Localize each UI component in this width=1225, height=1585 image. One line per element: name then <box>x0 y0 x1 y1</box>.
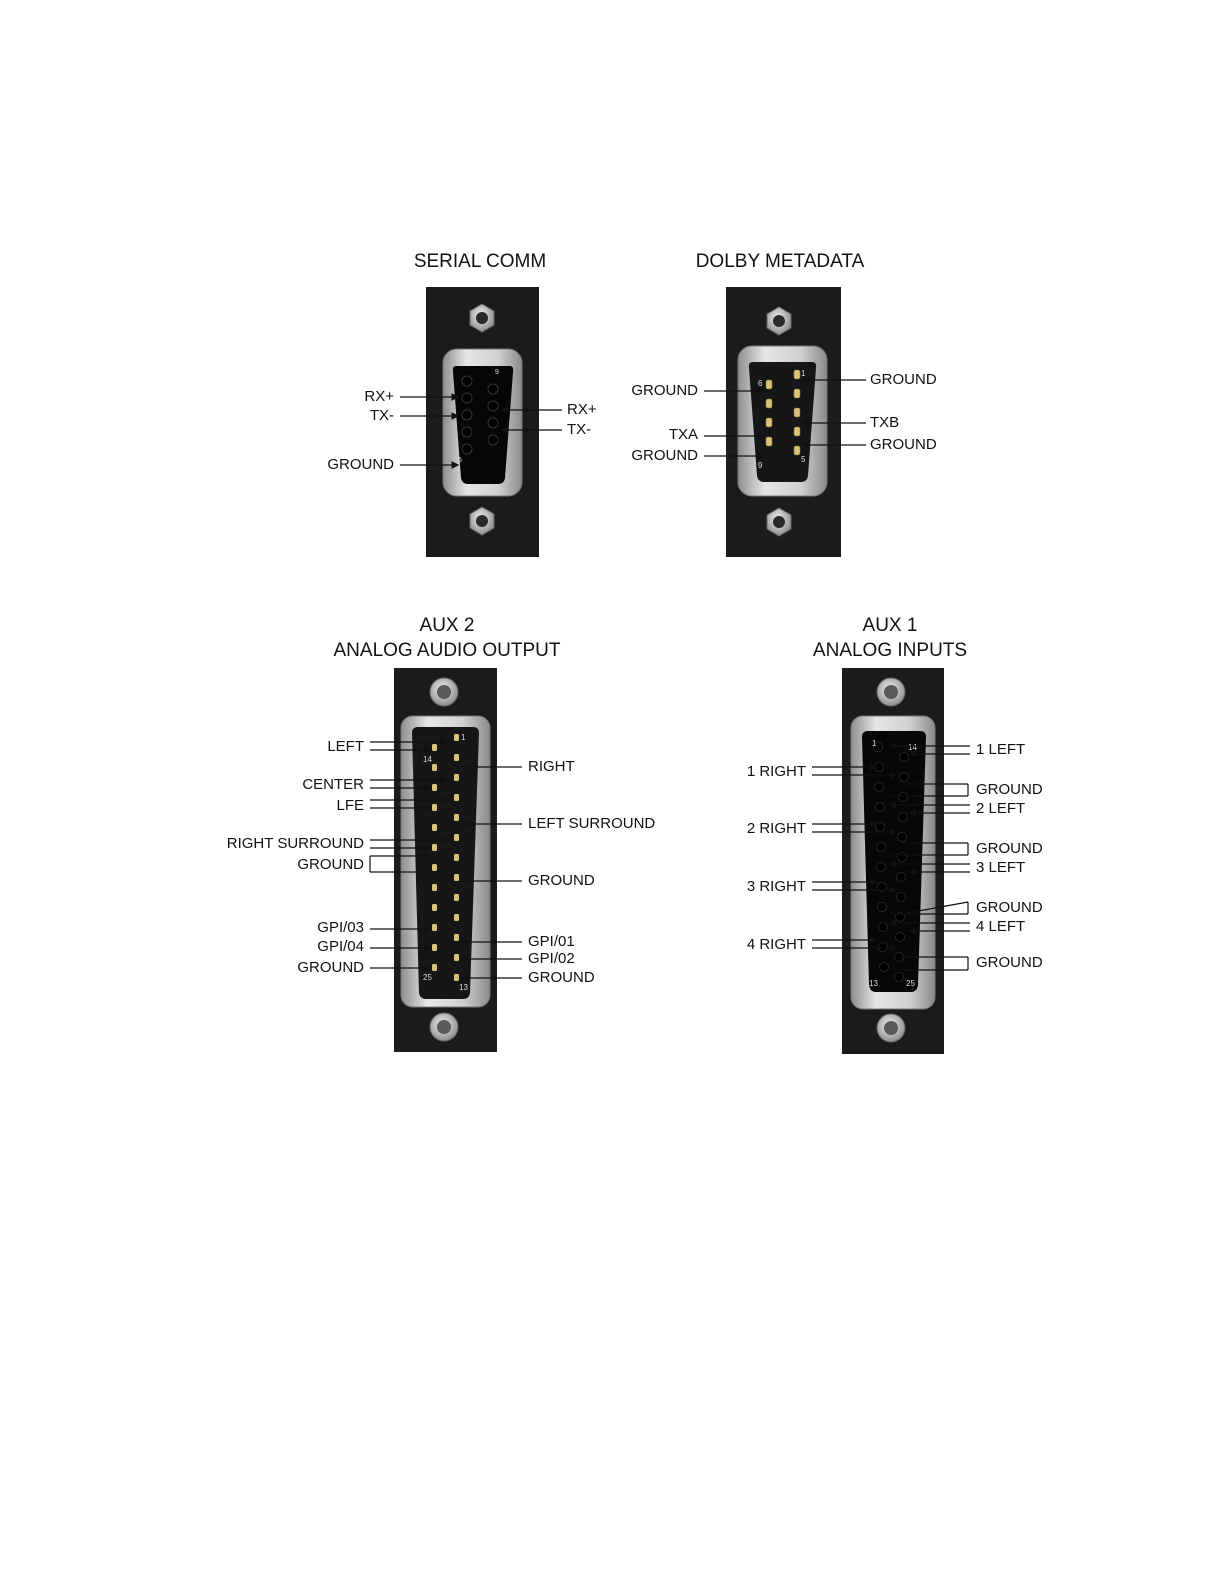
aux2-right-label-right: RIGHT <box>528 758 575 775</box>
aux2-left-label-ground-bottom: GROUND <box>297 959 364 976</box>
aux2-title-line1: AUX 2 <box>419 615 475 636</box>
aux1-right-label-2-left: 2 LEFT <box>976 800 1026 817</box>
dolby-left-label-ground-bottom: GROUND <box>631 447 698 464</box>
aux1-ground-brackets <box>890 783 969 971</box>
aux2-right-label-left-surround: LEFT SURROUND <box>528 815 656 832</box>
aux1-left-label-4-right: 4 RIGHT <box>746 936 806 953</box>
dolby-right-label-txb: TXB <box>870 414 900 431</box>
dolby-bottom-nut <box>766 507 792 537</box>
dolby-left-label-txa: TXA <box>668 426 698 443</box>
serial-bottom-nut <box>469 506 495 536</box>
aux1-left-label-2-right: 2 RIGHT <box>746 820 806 837</box>
aux1-right-label-ground-2: GROUND <box>976 840 1043 857</box>
dolby-metadata-title: DOLBY METADATA <box>695 251 865 272</box>
aux1-left-label-3-right: 3 RIGHT <box>746 878 806 895</box>
aux2-bottom-screw <box>429 1012 459 1042</box>
aux1-right-label-1-left: 1 LEFT <box>976 741 1026 758</box>
serial-left-label-tx-minus: TX- <box>369 407 394 424</box>
aux2-right-label-ground-bottom: GROUND <box>528 969 595 986</box>
serial-pin-sockets <box>461 375 499 455</box>
aux1-pin-number-14: 14 <box>908 743 917 752</box>
aux1-right-label-4-left: 4 LEFT <box>976 918 1026 935</box>
aux1-connector: 1 14 13 25 <box>812 668 970 1054</box>
dolby-pin-number-5: 5 <box>801 455 806 464</box>
aux2-left-label-center: CENTER <box>302 776 364 793</box>
serial-pin-number-9: 9 <box>495 369 499 376</box>
aux1-right-label-ground-3: GROUND <box>976 899 1043 916</box>
aux2-pin-number-13: 13 <box>459 983 468 992</box>
dolby-pin-number-1: 1 <box>801 369 806 378</box>
dolby-metadata-connector: 6 9 1 5 <box>704 287 866 557</box>
aux2-left-label-ground: GROUND <box>297 856 364 873</box>
dolby-pins <box>765 369 801 456</box>
serial-left-label-ground: GROUND <box>327 456 394 473</box>
aux2-left-label-left: LEFT <box>327 738 364 755</box>
aux2-right-label-gpi02: GPI/02 <box>528 950 575 967</box>
aux2-ground-bracket <box>369 855 446 873</box>
dolby-top-nut <box>766 306 792 336</box>
dolby-pin-number-9: 9 <box>758 461 763 470</box>
aux1-right-label-3-left: 3 LEFT <box>976 859 1026 876</box>
aux2-right-label-ground: GROUND <box>528 872 595 889</box>
aux2-left-leader-lines <box>370 738 448 972</box>
dolby-leader-lines <box>704 376 866 460</box>
aux1-title-line2: ANALOG INPUTS <box>812 640 968 661</box>
aux2-title-line2: ANALOG AUDIO OUTPUT <box>333 640 561 661</box>
aux2-pins-row-14-25 <box>432 744 437 971</box>
aux1-left-leader-lines <box>812 763 898 952</box>
serial-right-label-rx-plus: RX+ <box>567 401 597 418</box>
aux2-right-label-gpi01: GPI/01 <box>528 933 575 950</box>
aux1-right-label-ground-4: GROUND <box>976 954 1043 971</box>
dolby-left-label-ground-top: GROUND <box>631 382 698 399</box>
aux2-pin-number-25: 25 <box>423 973 432 982</box>
aux1-title-line1: AUX 1 <box>862 615 918 636</box>
aux1-pin-number-25: 25 <box>906 979 915 988</box>
aux2-left-label-gpi03: GPI/03 <box>317 919 364 936</box>
aux1-left-label-1-right: 1 RIGHT <box>746 763 806 780</box>
aux2-plug-body <box>412 727 479 999</box>
aux2-left-label-lfe: LFE <box>336 797 364 814</box>
dolby-right-label-ground-bottom: GROUND <box>870 436 937 453</box>
aux1-pin-number-13: 13 <box>869 979 878 988</box>
aux2-pins-row-1-13 <box>454 734 459 981</box>
aux2-top-screw <box>429 677 459 707</box>
aux1-bottom-screw <box>876 1013 906 1043</box>
serial-left-label-rx-plus: RX+ <box>364 388 394 405</box>
serial-top-nut <box>469 303 495 333</box>
aux1-pin-number-1: 1 <box>872 739 877 748</box>
aux1-socket-body <box>862 731 926 992</box>
serial-right-label-tx-minus: TX- <box>567 421 592 438</box>
dolby-right-label-ground-top: GROUND <box>870 371 937 388</box>
serial-socket-body <box>452 366 514 484</box>
aux1-right-leader-lines <box>888 742 970 935</box>
aux2-connector: 1 14 25 13 <box>369 668 522 1052</box>
aux1-top-screw <box>876 677 906 707</box>
aux1-right-label-ground-1: GROUND <box>976 781 1043 798</box>
aux2-left-label-right-surround: RIGHT SURROUND <box>226 835 364 852</box>
aux1-socket-row-1-13 <box>873 742 889 972</box>
aux2-left-label-gpi04: GPI/04 <box>317 938 364 955</box>
aux2-pin-number-14: 14 <box>423 755 432 764</box>
aux2-right-leader-lines <box>460 763 522 982</box>
serial-comm-connector: 9 5 <box>400 287 562 557</box>
serial-pin-number-5: 5 <box>458 457 462 464</box>
serial-comm-title: SERIAL COMM <box>413 251 547 272</box>
dolby-pin-number-6: 6 <box>758 379 763 388</box>
aux2-pin-number-1: 1 <box>461 733 466 742</box>
serial-leader-lines <box>400 393 562 469</box>
